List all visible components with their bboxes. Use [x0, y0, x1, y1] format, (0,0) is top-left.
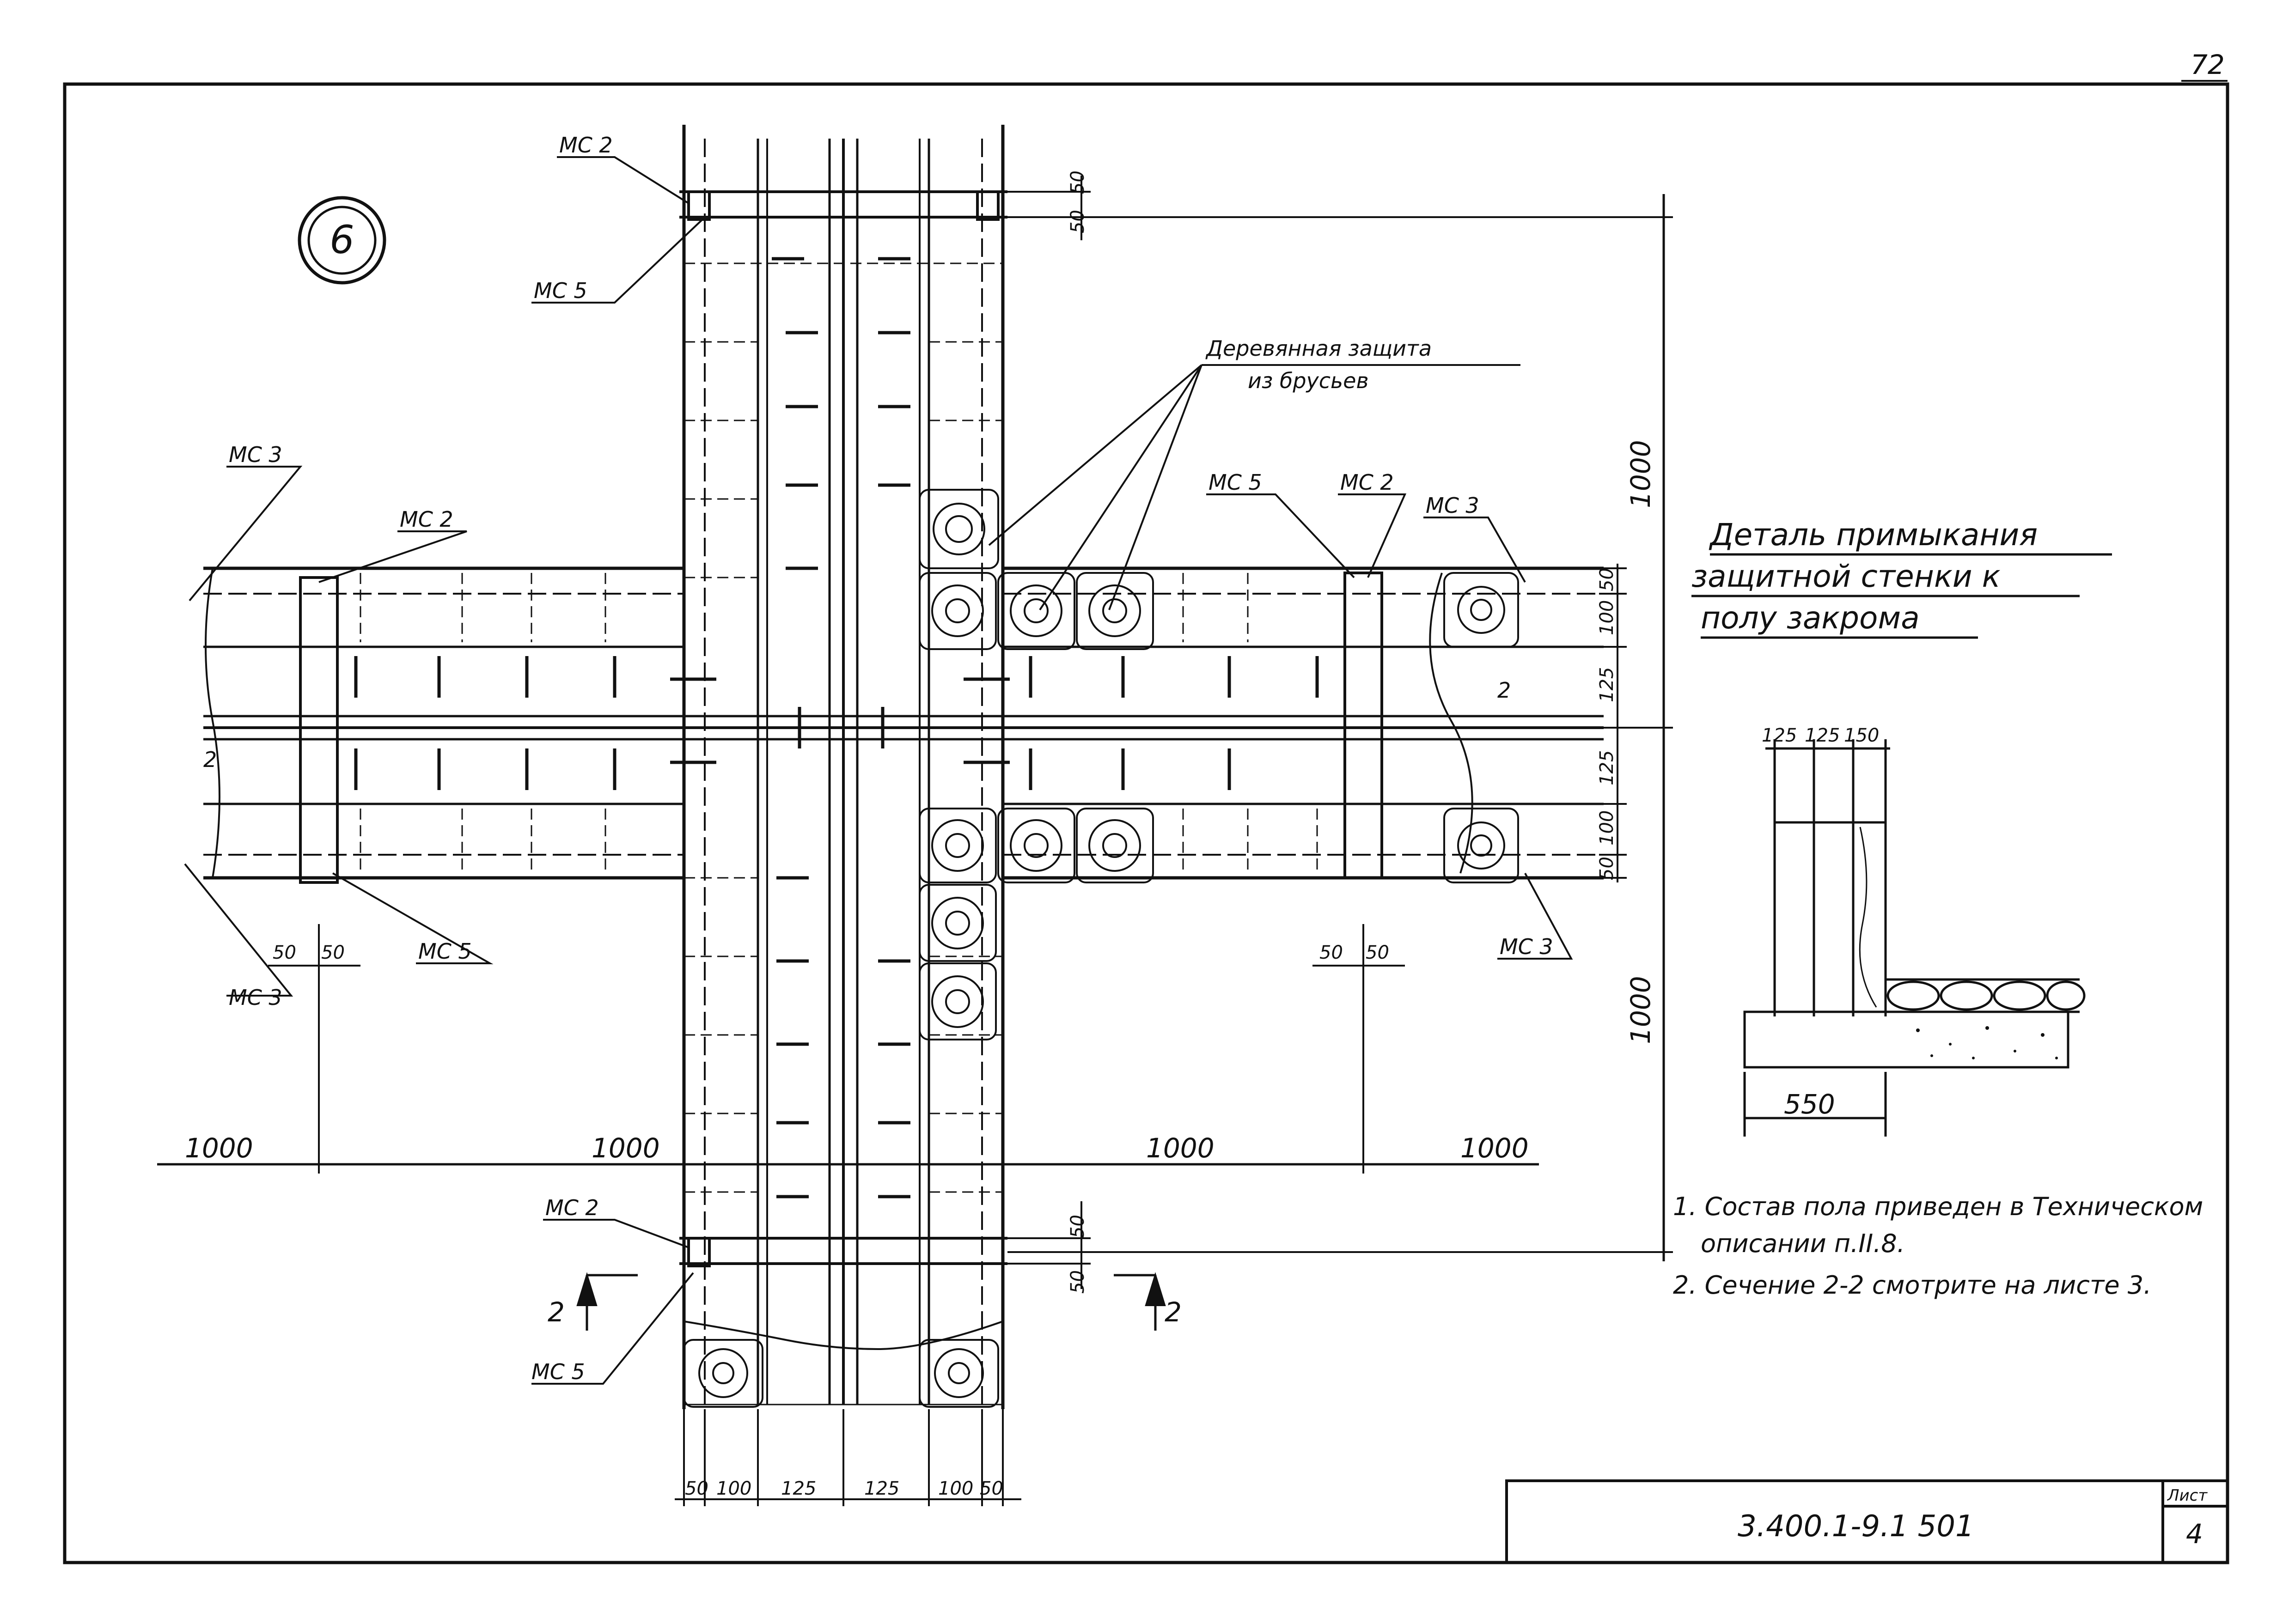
rebar-marks-horizontal [354, 656, 1319, 790]
dim-horizontal-1000-1: 1000 [185, 1132, 253, 1164]
sheet-frame [63, 82, 2229, 1564]
leader-lines [184, 156, 1573, 1385]
connecting-plates [299, 190, 1383, 1267]
label-mc3-left-bottom: МС 3 [229, 985, 282, 1010]
general-notes: 1. Состав пола приведен в Техническом оп… [1673, 1192, 2203, 1300]
label-mc5-left: МС 5 [418, 939, 472, 964]
timber-logs [683, 489, 1519, 1408]
dim-horizontal-1000-4: 1000 [1460, 1132, 1529, 1164]
dim-bottom-50a: 50 [1067, 1215, 1088, 1238]
label-mc3-right-top: МС 3 [1426, 493, 1479, 518]
title-block [1505, 1479, 2229, 1564]
dim-right-125b: 125 [1596, 750, 1617, 785]
dimension-texts: 50 50 1000 1000 50 100 125 125 100 50 50… [185, 170, 1656, 1499]
sheet-label: Лист [2167, 1486, 2208, 1505]
label-mc5-top: МС 5 [534, 278, 587, 303]
z-mark-left: 2 [203, 747, 217, 772]
detail-title-line2: защитной стенки к [1691, 559, 2001, 594]
dim-top-50b: 50 [1067, 210, 1088, 233]
dim-width-100a: 100 [716, 1478, 751, 1499]
dim-right-100b: 100 [1596, 810, 1617, 845]
label-mc2-right: МС 2 [1340, 470, 1394, 495]
dim-vertical-1000-bottom: 1000 [1625, 976, 1656, 1044]
dim-right-125a: 125 [1596, 667, 1617, 702]
dim-vertical-1000-top: 1000 [1625, 440, 1656, 508]
label-mc2-top: МС 2 [559, 133, 613, 158]
dim-width-125a: 125 [781, 1478, 816, 1499]
detail-dim-125b: 125 [1805, 725, 1840, 746]
dim-width-50a: 50 [685, 1478, 708, 1499]
note-1-line1: 1. Состав пола приведен в Техническом [1673, 1192, 2203, 1221]
detail-dim-125a: 125 [1762, 725, 1797, 746]
dim-width-50b: 50 [980, 1478, 1003, 1499]
dim-width-100b: 100 [938, 1478, 973, 1499]
label-mc5-bottom: МС 5 [531, 1359, 585, 1384]
note-1-line2: описании п.II.8. [1701, 1229, 1905, 1258]
joint-detail: Деталь примыкания защитной стенки к полу… [1691, 517, 2112, 1137]
detail-number: 6 [330, 217, 354, 262]
detail-title-line1: Деталь примыкания [1709, 517, 2038, 553]
rebar-marks-vertical [670, 257, 1010, 1198]
page-number: 72 [2191, 49, 2225, 80]
detail-dim-150: 150 [1844, 725, 1879, 746]
label-mc5-right: МС 5 [1209, 470, 1262, 495]
detail-title-line3: полу закрома [1701, 600, 1920, 636]
label-mc3-left-top: МС 3 [229, 442, 282, 467]
label-mc2-bottom: МС 2 [545, 1195, 599, 1220]
detail-number-badge: 6 [298, 196, 386, 285]
vertical-wall [679, 125, 1007, 1409]
dim-width-125b: 125 [864, 1478, 899, 1499]
dim-right-50b: 50 [1596, 857, 1617, 880]
dim-right-100a: 100 [1596, 600, 1617, 635]
wood-protection-callout: Деревянная защита из брусьев [1205, 336, 1432, 393]
dim-right-50: 50 [1596, 568, 1617, 591]
z-mark-right: 2 [1497, 678, 1511, 703]
dim-left-50a: 50 [273, 942, 296, 963]
horizontal-wall [203, 566, 1604, 880]
section-mark-left: 2 [548, 1296, 565, 1328]
dim-bottom-50b: 50 [1067, 1270, 1088, 1294]
callout-from-beams: из брусьев [1248, 368, 1369, 393]
dim-horizontal-1000-2: 1000 [592, 1132, 660, 1164]
element-labels: МС 2 МС 5 МС 3 МС 2 МС 5 МС 3 МС 5 МС 2 … [203, 133, 1553, 1384]
dim-top-50a: 50 [1067, 170, 1088, 194]
dimension-lines [157, 176, 1673, 1506]
sheet-number: 4 [2186, 1518, 2203, 1550]
document-code: 3.400.1-9.1 501 [1738, 1509, 1974, 1544]
label-mc3-right-bottom: МС 3 [1500, 934, 1553, 959]
detail-dim-550: 550 [1784, 1089, 1835, 1120]
label-mc2-left: МС 2 [400, 507, 453, 532]
note-2: 2. Сечение 2-2 смотрите на листе 3. [1673, 1271, 2151, 1300]
dim-left-50b: 50 [321, 942, 345, 963]
dim-horizontal-1000-3: 1000 [1146, 1132, 1215, 1164]
dim-right-mid-50b: 50 [1366, 942, 1389, 963]
dim-right-mid-50a: 50 [1319, 942, 1343, 963]
callout-wood-protection: Деревянная защита [1205, 336, 1432, 361]
section-mark-right: 2 [1165, 1296, 1182, 1328]
